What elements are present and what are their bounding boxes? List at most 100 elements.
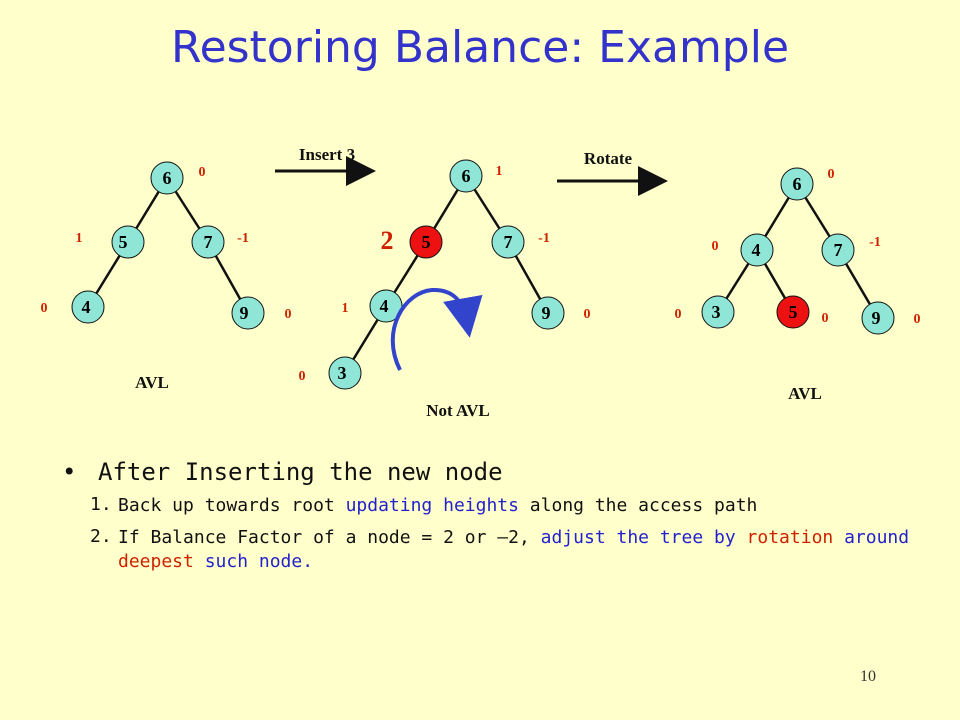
tree-node: 6 1 bbox=[449, 159, 503, 193]
node-key: 4 bbox=[380, 296, 389, 316]
page-number: 10 bbox=[860, 668, 876, 685]
balance-factor: 0 bbox=[584, 307, 591, 322]
bullet-list: • After Inserting the new node 1. Back up… bbox=[62, 458, 942, 574]
node-key: 3 bbox=[712, 302, 721, 322]
item-text-part: Back up towards root bbox=[118, 495, 346, 516]
node-key: 7 bbox=[504, 232, 513, 252]
node-circle bbox=[861, 301, 895, 335]
item-text-part: around bbox=[833, 527, 910, 548]
rotate-arrow: Rotate bbox=[557, 149, 668, 196]
item-text-part: along the access path bbox=[518, 495, 758, 516]
balance-factor: -1 bbox=[869, 235, 881, 250]
node-circle bbox=[776, 295, 810, 329]
node-circle bbox=[740, 233, 774, 267]
item-number: 2. bbox=[90, 526, 112, 547]
node-key: 5 bbox=[789, 302, 798, 322]
node-key: 6 bbox=[793, 174, 802, 194]
node-circle bbox=[150, 161, 184, 195]
node-key: 4 bbox=[752, 240, 761, 260]
node-key: 6 bbox=[163, 168, 172, 188]
insert-label: Insert 3 bbox=[299, 145, 355, 164]
bullet-main-text: After Inserting the new node bbox=[98, 458, 503, 486]
balance-factor: 0 bbox=[675, 307, 682, 322]
node-key: 9 bbox=[240, 303, 249, 323]
balance-factor: 1 bbox=[496, 164, 503, 179]
tree-1: 6 0 5 1 7 -1 4 0 9 0 AVL bbox=[41, 161, 292, 392]
node-key: 9 bbox=[542, 303, 551, 323]
item-text: Back up towards root updating heights al… bbox=[118, 494, 942, 518]
tree-node: 3 0 bbox=[675, 295, 735, 329]
item-text-part: such node. bbox=[193, 551, 314, 572]
balance-factor: 0 bbox=[712, 239, 719, 254]
item-text-part: adjust the tree by bbox=[540, 527, 747, 548]
node-circle bbox=[111, 225, 145, 259]
bullet-dot-icon: • bbox=[62, 458, 77, 486]
node-circle bbox=[191, 225, 225, 259]
node-circle bbox=[701, 295, 735, 329]
bullet-main: • After Inserting the new node bbox=[62, 458, 942, 486]
tree-node: 3 0 bbox=[299, 356, 362, 390]
node-key: 9 bbox=[872, 308, 881, 328]
tree-node: 6 0 bbox=[780, 167, 835, 201]
node-circle bbox=[409, 225, 443, 259]
balance-factor: 0 bbox=[822, 311, 829, 326]
item-number: 1. bbox=[90, 494, 112, 515]
balance-factor: 0 bbox=[914, 312, 921, 327]
node-key: 6 bbox=[462, 166, 471, 186]
node-circle bbox=[491, 225, 525, 259]
balance-factor: 0 bbox=[41, 301, 48, 316]
item-text-part: deepest bbox=[118, 551, 194, 572]
balance-factor: 1 bbox=[342, 301, 349, 316]
node-circle bbox=[821, 233, 855, 267]
tree-node: 5 2 bbox=[381, 225, 443, 259]
tree-node: 4 0 bbox=[712, 233, 774, 267]
tree-node: 9 0 bbox=[861, 301, 921, 335]
tree-caption: Not AVL bbox=[426, 401, 489, 420]
tree-node: 7 -1 bbox=[491, 225, 550, 259]
node-key: 5 bbox=[119, 232, 128, 252]
insert-arrow: Insert 3 bbox=[275, 145, 376, 186]
node-key: 3 bbox=[338, 363, 347, 383]
imbalance-label: 2 bbox=[381, 226, 394, 255]
tree-3: 6 0 4 0 7 -1 3 0 5 0 9 0 AVL bbox=[675, 167, 921, 403]
tree-node: 5 0 bbox=[776, 295, 829, 329]
balance-factor: -1 bbox=[237, 231, 249, 246]
node-circle bbox=[449, 159, 483, 193]
node-key: 5 bbox=[422, 232, 431, 252]
item-text-part: If Balance Factor of a node = 2 or –2, bbox=[118, 527, 541, 548]
node-key: 4 bbox=[82, 297, 91, 317]
tree-node: 6 0 bbox=[150, 161, 206, 195]
node-circle bbox=[531, 296, 565, 330]
rotation-arrow-icon bbox=[390, 287, 483, 371]
tree-node: 9 0 bbox=[231, 296, 292, 330]
item-text-part: rotation bbox=[746, 527, 834, 548]
tree-caption: AVL bbox=[135, 373, 169, 392]
tree-node: 7 -1 bbox=[191, 225, 249, 259]
tree-caption: AVL bbox=[788, 384, 822, 403]
rotate-label: Rotate bbox=[584, 149, 633, 168]
balance-factor: 0 bbox=[285, 307, 292, 322]
tree-node: 7 -1 bbox=[821, 233, 881, 267]
tree-node: 4 1 bbox=[342, 289, 403, 323]
tree-node: 5 1 bbox=[76, 225, 145, 259]
numbered-item-2: 2. If Balance Factor of a node = 2 or –2… bbox=[62, 526, 942, 574]
node-key: 7 bbox=[834, 240, 843, 260]
balance-factor: 1 bbox=[76, 231, 83, 246]
node-circle bbox=[71, 290, 105, 324]
item-text-part: updating heights bbox=[345, 495, 519, 516]
balance-factor: -1 bbox=[538, 231, 550, 246]
tree-2: 6 1 5 2 7 -1 4 1 9 0 3 0 Not bbox=[299, 159, 591, 420]
node-circle bbox=[231, 296, 265, 330]
tree-node: 9 0 bbox=[531, 296, 591, 330]
node-key: 7 bbox=[204, 232, 213, 252]
balance-factor: 0 bbox=[199, 165, 206, 180]
balance-factor: 0 bbox=[299, 369, 306, 384]
numbered-item-1: 1. Back up towards root updating heights… bbox=[62, 494, 942, 518]
tree-node: 4 0 bbox=[41, 290, 105, 324]
node-circle bbox=[780, 167, 814, 201]
item-text: If Balance Factor of a node = 2 or –2, a… bbox=[118, 526, 942, 574]
balance-factor: 0 bbox=[828, 167, 835, 182]
slide-title: Restoring Balance: Example bbox=[170, 22, 790, 73]
node-circle bbox=[328, 356, 362, 390]
